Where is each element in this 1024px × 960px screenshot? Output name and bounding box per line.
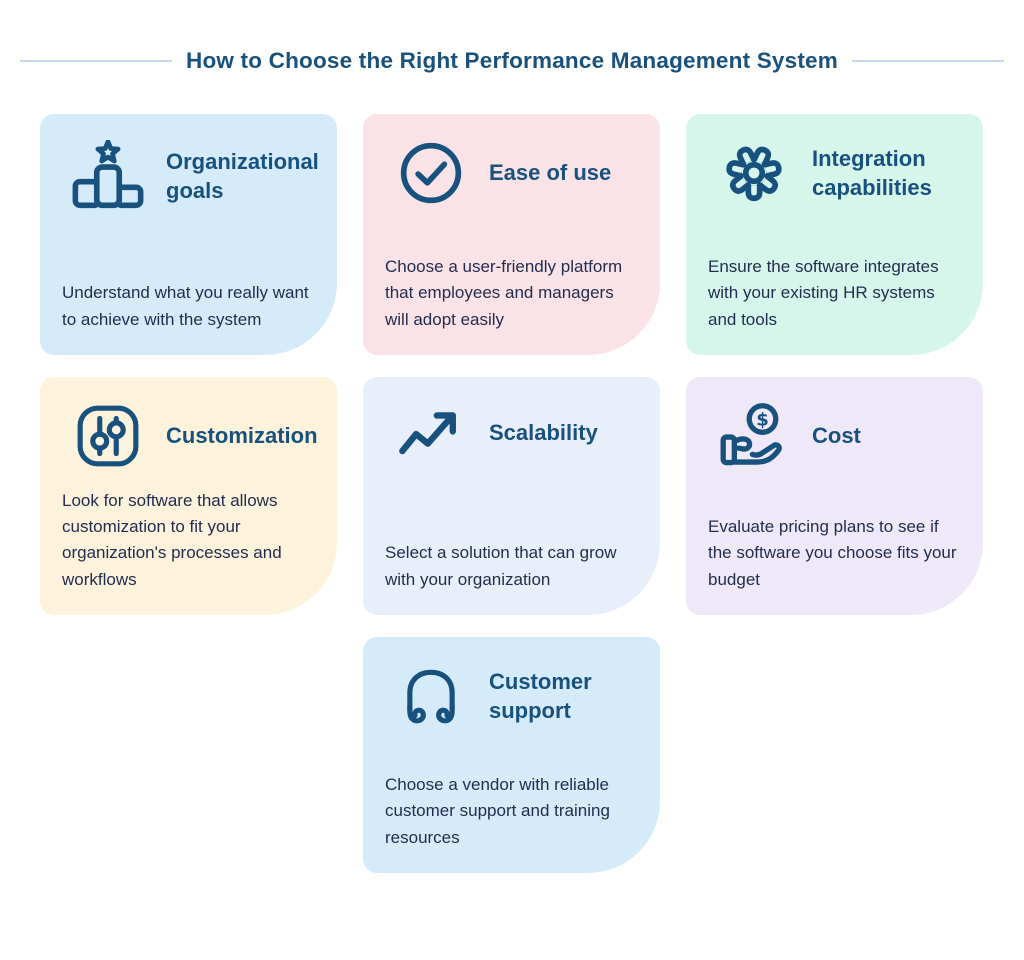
page-title: How to Choose the Right Performance Mana… xyxy=(186,48,838,73)
card-header: Scalability xyxy=(385,403,640,463)
podium-star-icon xyxy=(62,140,154,212)
card-organizational-goals: Organizational goals Understand what you… xyxy=(40,114,337,355)
trend-up-arrow-icon xyxy=(385,403,477,463)
page-header: How to Choose the Right Performance Mana… xyxy=(0,48,1024,74)
card-description: Choose a vendor with reliable customer s… xyxy=(385,774,610,847)
card-customization: Customization Look for software that all… xyxy=(40,377,337,615)
title-left-rule xyxy=(20,60,173,62)
card-description: Understand what you really want to achie… xyxy=(62,283,309,329)
card-scalability: Scalability Select a solution that can g… xyxy=(363,377,660,615)
cards-grid: Organizational goals Understand what you… xyxy=(0,114,1024,873)
card-header: Integration capabilities xyxy=(708,140,963,206)
card-header: Organizational goals xyxy=(62,140,319,212)
card-cost: $ Cost Evaluate pricing plans to see if … xyxy=(686,377,983,615)
card-header: Ease of use xyxy=(385,140,640,206)
card-description: Choose a user-friendly platform that emp… xyxy=(385,256,623,329)
headphones-icon xyxy=(385,663,477,729)
card-description: Ensure the software integrates with your… xyxy=(708,256,939,329)
sliders-icon xyxy=(62,403,154,469)
gear-icon xyxy=(708,140,800,206)
hand-coin-icon: $ xyxy=(708,403,800,469)
card-title: Customization xyxy=(166,423,318,449)
card-header: Customization xyxy=(62,403,318,469)
svg-text:$: $ xyxy=(756,409,769,430)
card-integration-capabilities: Integration capabilities Ensure the soft… xyxy=(686,114,983,355)
check-circle-icon xyxy=(385,140,477,206)
card-description: Evaluate pricing plans to see if the sof… xyxy=(708,516,957,589)
card-title: Organizational goals xyxy=(166,148,319,203)
card-title: Ease of use xyxy=(489,160,612,186)
card-description: Select a solution that can grow with you… xyxy=(385,543,617,589)
card-title: Cost xyxy=(812,423,861,449)
card-title: Customer support xyxy=(489,668,592,723)
card-title: Integration capabilities xyxy=(812,145,932,200)
card-ease-of-use: Ease of use Choose a user-friendly platf… xyxy=(363,114,660,355)
card-header: Customer support xyxy=(385,663,640,729)
card-title: Scalability xyxy=(489,420,598,446)
title-right-rule xyxy=(851,60,1004,62)
card-customer-support: Customer support Choose a vendor with re… xyxy=(363,637,660,873)
card-description: Look for software that allows customizat… xyxy=(62,490,282,589)
card-header: $ Cost xyxy=(708,403,963,469)
